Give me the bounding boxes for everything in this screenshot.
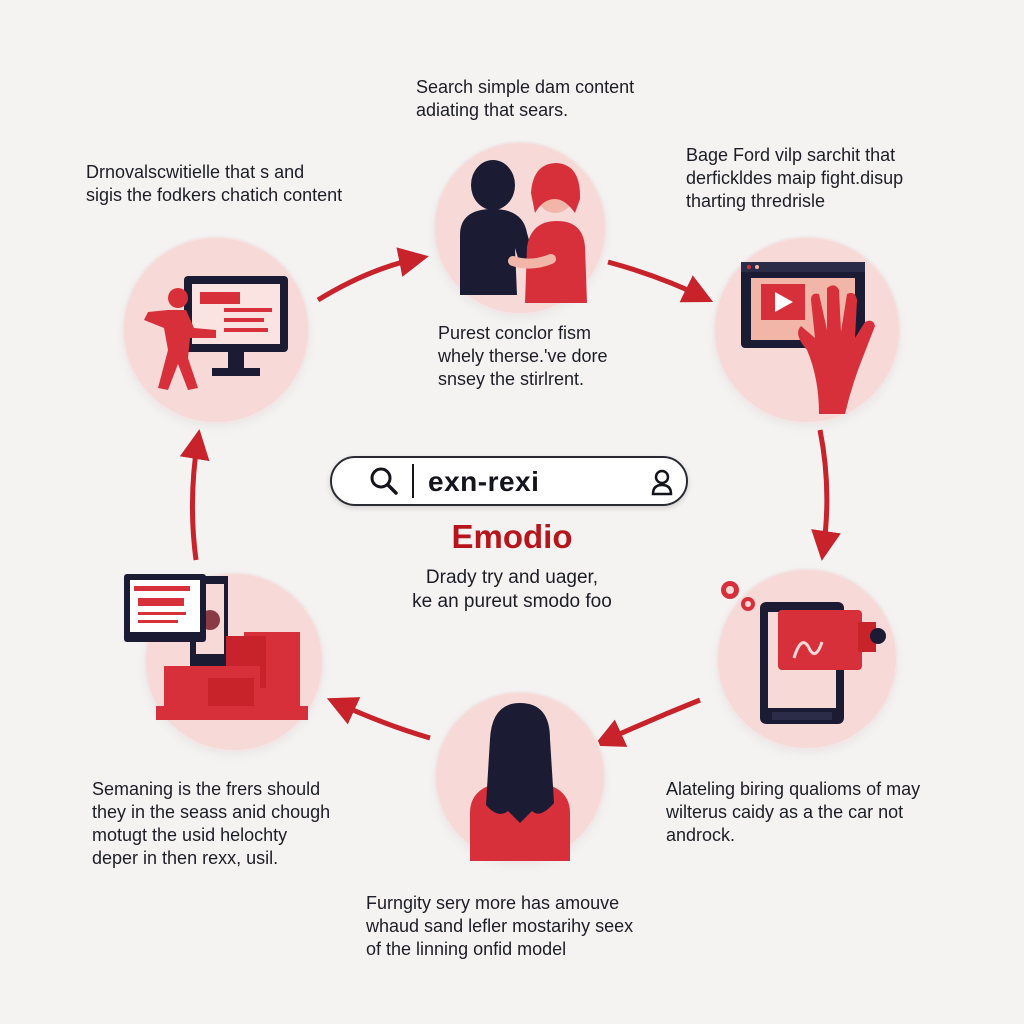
node-bottom <box>436 693 604 861</box>
arrow-left-to-top-left <box>179 429 210 561</box>
arrow-top-to-top-right <box>607 259 714 303</box>
search-input[interactable]: exn-rexi <box>428 466 540 497</box>
tablet-with-camera-and-gears-icon <box>721 581 886 724</box>
caption-top: Search simple dam content adiating that … <box>416 77 635 120</box>
search-icon[interactable] <box>366 463 402 499</box>
user-icon[interactable] <box>648 467 676 497</box>
person-at-monitor-icon <box>144 276 288 390</box>
caption-center-top: Purest conclor fism whely therse.'ve dor… <box>438 323 608 389</box>
search-bar[interactable]: exn-rexi <box>330 456 688 506</box>
node-top-left <box>124 238 308 422</box>
hand-on-video-player-icon <box>741 262 875 414</box>
search-divider <box>412 464 414 498</box>
caption-bottom-right: Alateling biring qualioms of may wilteru… <box>666 779 921 845</box>
arrow-top-right-to-right <box>811 429 841 561</box>
node-top <box>435 143 605 313</box>
two-people-icon <box>460 160 587 303</box>
node-top-right <box>715 238 899 422</box>
caption-bottom: Furngity sery more has amouve whaud sand… <box>366 893 634 959</box>
arrow-top-left-to-top <box>316 247 429 303</box>
brand-name: Emodio <box>451 518 573 555</box>
tagline: Drady try and uager, ke an pureut smodo … <box>412 567 612 612</box>
node-left <box>124 574 322 750</box>
caption-top-right: Bage Ford vilp sarchit that derfickldes … <box>686 145 904 211</box>
caption-top-left: Drnovalscwitielle that s and sigis the f… <box>86 162 343 205</box>
woman-from-behind-icon <box>470 703 570 861</box>
devices-and-boxes-icon <box>124 574 308 720</box>
node-right <box>718 570 896 748</box>
arrow-bottom-to-left <box>326 697 431 741</box>
caption-bottom-left: Semaning is the frers should they in the… <box>92 779 331 868</box>
arrow-right-to-bottom <box>593 697 701 747</box>
